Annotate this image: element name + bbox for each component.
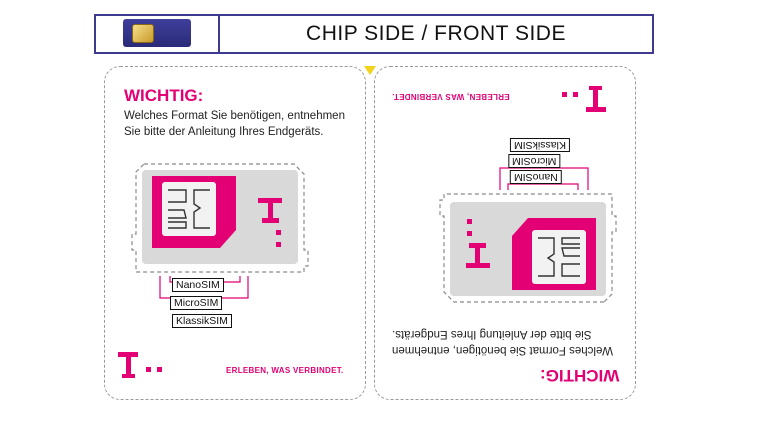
- right-description: Welches Format Sie benötigen, entnehmen …: [392, 326, 640, 358]
- right-format-klassik: KlassikSIM: [510, 138, 570, 152]
- right-description-line2: Sie bitte der Anleitung Ihres Endgeräts.: [392, 328, 592, 340]
- header-icon-cell: [96, 16, 220, 52]
- right-telekom-t-logo: [562, 86, 606, 112]
- right-format-micro: MicroSIM: [508, 154, 561, 168]
- left-format-klassik: KlassikSIM: [172, 314, 232, 328]
- left-description: Welches Format Sie benötigen, entnehmen …: [124, 108, 345, 140]
- sim-chip-icon: [132, 24, 154, 43]
- left-format-nano: NanoSIM: [172, 278, 224, 292]
- sim-card-icon: [123, 19, 191, 47]
- left-slogan: ERLEBEN, WAS VERBINDET.: [226, 366, 344, 375]
- left-sim-cutout-diagram: [131, 163, 309, 299]
- right-sim-cutout-diagram: [439, 167, 617, 303]
- page-title: CHIP SIDE / FRONT SIDE: [306, 22, 566, 45]
- left-description-line2: Sie bitte der Anleitung Ihres Endgeräts.: [124, 126, 324, 138]
- left-telekom-t-logo: [118, 352, 162, 378]
- right-small-t-logo: [466, 219, 490, 268]
- left-format-micro: MicroSIM: [170, 296, 223, 310]
- left-small-t-logo: [258, 198, 282, 247]
- right-slogan: ERLEBEN, WAS VERBINDET.: [392, 92, 510, 101]
- right-heading: WICHTIG:: [540, 366, 620, 385]
- left-description-line1: Welches Format Sie benötigen, entnehmen: [124, 110, 345, 122]
- right-format-nano: NanoSIM: [510, 170, 562, 184]
- header-bar: CHIP SIDE / FRONT SIDE: [94, 14, 654, 54]
- card-notch-marker: [364, 66, 376, 75]
- right-description-line1: Welches Format Sie benötigen, entnehmen: [392, 344, 613, 356]
- left-heading: WICHTIG:: [124, 86, 204, 105]
